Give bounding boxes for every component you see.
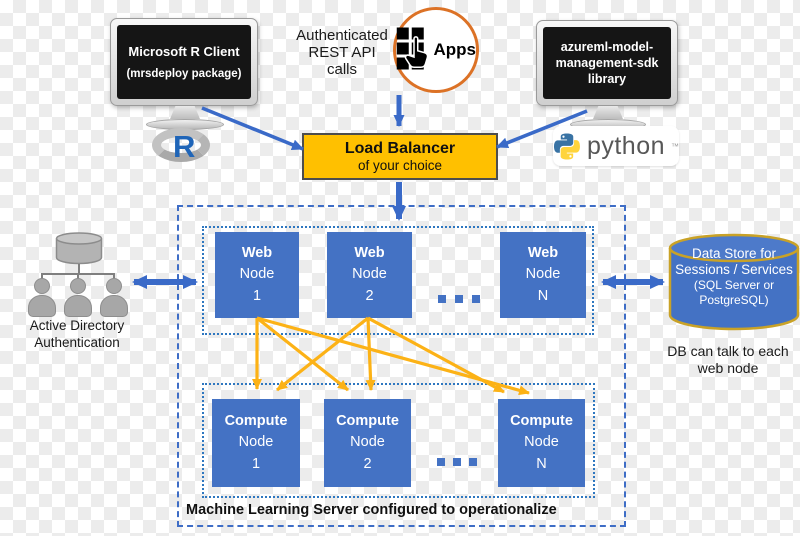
apps-badge: Apps <box>393 7 479 93</box>
r-client-monitor: Microsoft R Client (mrsdeploy package) <box>110 18 260 130</box>
node-id: 1 <box>252 287 262 304</box>
rest-api-caption-line1: Authenticated <box>296 27 388 44</box>
monitor-neck <box>593 106 623 119</box>
db-note: DB can talk to each web node <box>655 343 800 377</box>
r-logo-letter: R <box>173 129 196 164</box>
node-id: N <box>537 287 549 304</box>
monitor-neck <box>170 106 200 119</box>
ad-db-cylinder-icon <box>55 232 103 265</box>
node-kind: Compute <box>224 413 288 430</box>
node-id: 2 <box>365 287 374 304</box>
compute-node-2: Compute Node 2 <box>324 399 411 487</box>
ad-user-icon <box>27 278 57 317</box>
r-client-screen: Microsoft R Client (mrsdeploy package) <box>117 25 251 99</box>
ad-user-icon <box>63 278 93 317</box>
web-node-1: Web Node 1 <box>215 232 299 318</box>
python-client-monitor: azureml-model- management-sdk library <box>536 20 680 130</box>
node-kind: Web <box>527 245 559 262</box>
python-logo: python ™ <box>553 126 679 166</box>
ad-label-line2: Authentication <box>34 335 120 350</box>
node-word: Node <box>239 266 275 283</box>
node-kind: Compute <box>510 413 573 430</box>
r-client-title: Microsoft R Client <box>128 44 240 59</box>
compute-node-1: Compute Node 1 <box>212 399 300 487</box>
node-word: Node <box>524 434 559 451</box>
node-word: Node <box>350 434 385 451</box>
active-directory-label: Active Directory Authentication <box>12 317 142 351</box>
python-logo-icon <box>553 133 580 159</box>
python-logo-tm: ™ <box>671 141 679 151</box>
monitor-bezel: Microsoft R Client (mrsdeploy package) <box>110 18 258 106</box>
data-store-cylinder <box>668 233 800 331</box>
r-client-subtitle: (mrsdeploy package) <box>126 68 242 80</box>
compute-node-n: Compute Node N <box>498 399 585 487</box>
web-node-n: Web Node N <box>500 232 586 318</box>
db-note-line1: DB can talk to each <box>667 343 789 359</box>
node-word: Node <box>352 266 387 283</box>
node-kind: Web <box>241 245 273 262</box>
apps-label: Apps <box>433 40 477 59</box>
ds-line4: PostgreSQL) <box>699 292 769 307</box>
sdk-line2: management-sdk <box>555 56 659 70</box>
load-balancer: Load Balancer of your choice <box>302 133 498 180</box>
node-kind: Compute <box>336 413 399 430</box>
load-balancer-title: Load Balancer <box>344 140 456 157</box>
db-note-line2: web node <box>697 360 759 376</box>
ad-user-icon <box>99 278 129 317</box>
node-id: 1 <box>251 455 261 472</box>
ad-label-line1: Active Directory <box>29 318 125 333</box>
rest-api-caption-line2: REST API <box>308 44 376 61</box>
python-logo-text: python <box>586 131 665 160</box>
web-node-2: Web Node 2 <box>327 232 412 318</box>
sdk-line3: library <box>587 72 627 86</box>
data-store-label: Data Store for Sessions / Services (SQL … <box>672 246 796 307</box>
apps-grid-hand-icon <box>396 27 429 70</box>
python-client-screen: azureml-model- management-sdk library <box>543 27 671 99</box>
rest-api-caption: Authenticated REST API calls <box>283 27 401 78</box>
cluster-label: Machine Learning Server configured to op… <box>186 502 557 518</box>
node-kind: Web <box>354 245 385 262</box>
node-id: 2 <box>363 455 372 472</box>
load-balancer-subtitle: of your choice <box>357 158 443 173</box>
ds-line3: (SQL Server or <box>693 278 775 292</box>
sdk-line1: azureml-model- <box>560 40 654 54</box>
node-word: Node <box>238 434 274 451</box>
rest-api-caption-line3: calls <box>326 61 357 78</box>
monitor-bezel: azureml-model- management-sdk library <box>536 20 678 106</box>
node-id: N <box>536 455 547 472</box>
ds-line2: Sessions / Services <box>675 262 793 277</box>
r-logo: R <box>152 124 216 168</box>
ds-line1: Data Store for <box>691 246 777 261</box>
node-word: Node <box>525 266 561 283</box>
